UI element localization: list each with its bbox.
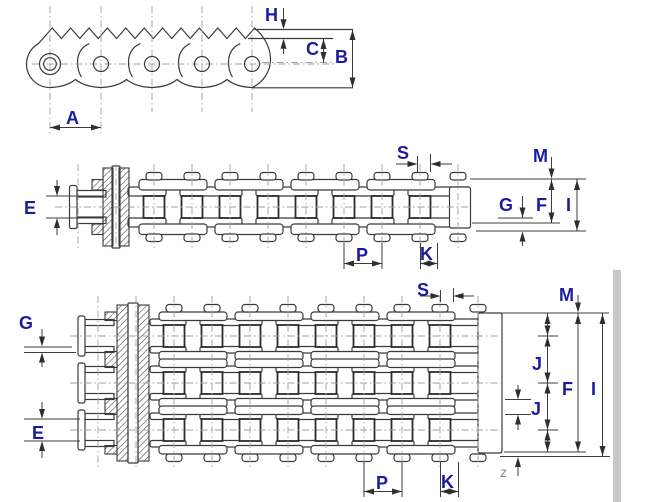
dim-label-e: E [24,198,36,218]
dim-label-s: S [397,143,409,163]
dim-label-e2: E [32,423,44,443]
triple-strand-plan-diagram [24,288,610,497]
dim-label-s2: S [417,280,429,300]
dim-label-m2: M [559,285,574,305]
dim-label-c: C [306,39,319,59]
dim-label-j1: J [532,354,542,374]
dim-label-b: B [335,47,348,67]
dim-label-j2: J [531,399,541,419]
dim-label-f: F [536,195,547,215]
side-view-diagram [25,6,356,134]
dim-label-i: I [566,195,571,215]
watermark-z: z [500,464,507,480]
dim-label-h: H [265,5,278,25]
scrollbar-thumb[interactable] [613,270,621,502]
dim-label-a: A [66,108,79,128]
dim-label-m: M [533,146,548,166]
dim-label-p: P [356,245,368,265]
dim-label-g: G [499,195,513,215]
dim-label-i2: I [591,379,596,399]
dim-label-k: K [420,244,433,264]
dim-label-k2: K [441,472,454,492]
dimension-labels: A H C B E S M G F I P K G E S M J J F I … [19,5,596,493]
single-strand-plan-diagram [46,154,586,269]
dim-label-f2: F [562,379,573,399]
dim-label-p2: P [376,473,388,493]
dim-label-g2: G [19,313,33,333]
